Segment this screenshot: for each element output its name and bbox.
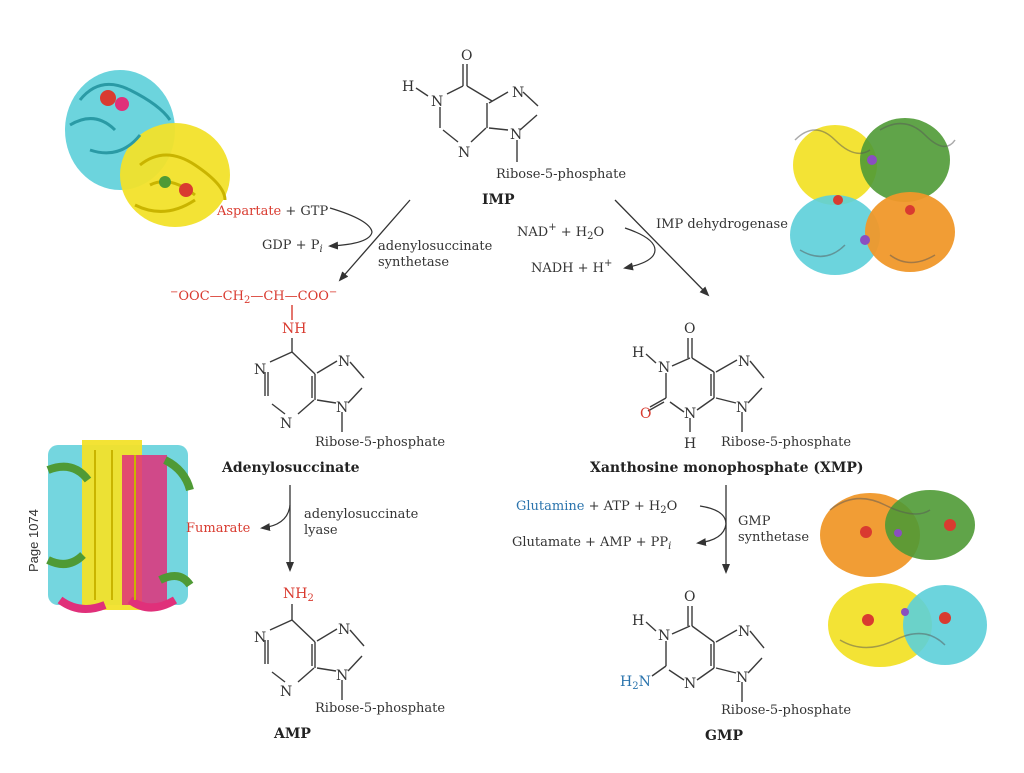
gmp-label: GMP	[705, 728, 743, 744]
atom-n: N	[736, 400, 748, 416]
adenylosuccinate-structure: −OOC—CH2—CH—COO− NH N N N N Ribose-5-pho…	[170, 287, 445, 476]
glutamine-atp-label: Glutamine + ATP + H2O	[516, 499, 677, 516]
atom-n: N	[338, 622, 350, 638]
atom-h2n: H2N	[620, 674, 651, 692]
atom-n: N	[684, 676, 696, 692]
atom-n: N	[431, 94, 443, 110]
atom-h: H	[632, 613, 644, 629]
byproduct-arrow-lyase	[260, 504, 291, 532]
reaction-arrow-synthetase	[338, 199, 411, 282]
nadh-label: NADH + H+	[531, 258, 612, 276]
atom-n: N	[336, 668, 348, 684]
cosubstrate-arrow-gmp-synthetase	[696, 505, 727, 547]
atom-h: H	[684, 436, 696, 452]
imp-structure: H N N O N N Ribose-5-phosphate IMP	[402, 48, 626, 208]
protein-structure-gmp-synthetase	[820, 490, 987, 667]
atom-n: N	[510, 127, 522, 143]
atom-n: N	[658, 360, 670, 376]
atom-h: H	[632, 345, 644, 361]
atom-o-red: O	[640, 406, 651, 422]
atom-n: N	[254, 362, 266, 378]
adenylosuccinate-label: Adenylosuccinate	[221, 460, 360, 476]
atom-o: O	[684, 321, 695, 337]
atom-n: N	[280, 684, 292, 700]
atom-n: N	[738, 624, 750, 640]
atom-h: H	[402, 79, 414, 95]
atom-n: N	[280, 416, 292, 432]
reaction-arrow-dehydrogenase	[614, 199, 710, 297]
atom-n: N	[736, 670, 748, 686]
atom-n: N	[684, 406, 696, 422]
atom-n: N	[336, 400, 348, 416]
atom-n: N	[658, 628, 670, 644]
atom-nh: NH	[282, 321, 306, 337]
atom-n: N	[458, 145, 470, 161]
protein-structure-imp-dehydrogenase	[790, 118, 956, 275]
protein-structure-adenylosuccinate-lyase	[46, 440, 194, 613]
cosubstrate-arrow-synthetase	[328, 207, 373, 250]
amp-structure: NH2 N N N N Ribose-5-phosphate AMP	[254, 586, 445, 742]
protein-structure-adenylosuccinate-synthetase	[65, 70, 230, 227]
atom-n: N	[512, 85, 524, 101]
ribose-label: Ribose-5-phosphate	[496, 167, 626, 182]
succinyl-chain: −OOC—CH2—CH—COO−	[170, 287, 337, 306]
xmp-label: Xanthosine monophosphate (XMP)	[590, 460, 864, 476]
ribose-label: Ribose-5-phosphate	[721, 435, 851, 450]
atom-n: N	[738, 354, 750, 370]
aspartate-gtp-label: Aspartate + GTP	[216, 204, 328, 219]
xmp-structure: H N O N H O N N Ribose-5-phosphate Xanth…	[590, 321, 864, 476]
nad-h2o-label: NAD+ + H2O	[517, 222, 604, 242]
atom-o: O	[461, 48, 472, 64]
atom-n: N	[338, 354, 350, 370]
glutamate-label: Glutamate + AMP + PPi	[512, 535, 671, 552]
fumarate-label: Fumarate	[186, 521, 251, 536]
cosubstrate-arrow-dehydrogenase	[623, 227, 656, 271]
amp-label: AMP	[273, 726, 311, 742]
enzyme-imp-dehydrogenase: IMP dehydrogenase	[656, 217, 788, 232]
page-number-label: Page 1074	[26, 509, 41, 572]
atom-n: N	[254, 630, 266, 646]
gdp-pi-label: GDP + Pi	[262, 238, 323, 255]
ribose-label: Ribose-5-phosphate	[315, 701, 445, 716]
atom-nh2: NH2	[283, 586, 314, 604]
atom-o: O	[684, 589, 695, 605]
ribose-label: Ribose-5-phosphate	[315, 435, 445, 450]
ribose-label: Ribose-5-phosphate	[721, 703, 851, 718]
gmp-structure: H N H2N N O N N Ribose-5-phosphate GMP	[620, 589, 851, 744]
imp-label: IMP	[482, 192, 515, 208]
